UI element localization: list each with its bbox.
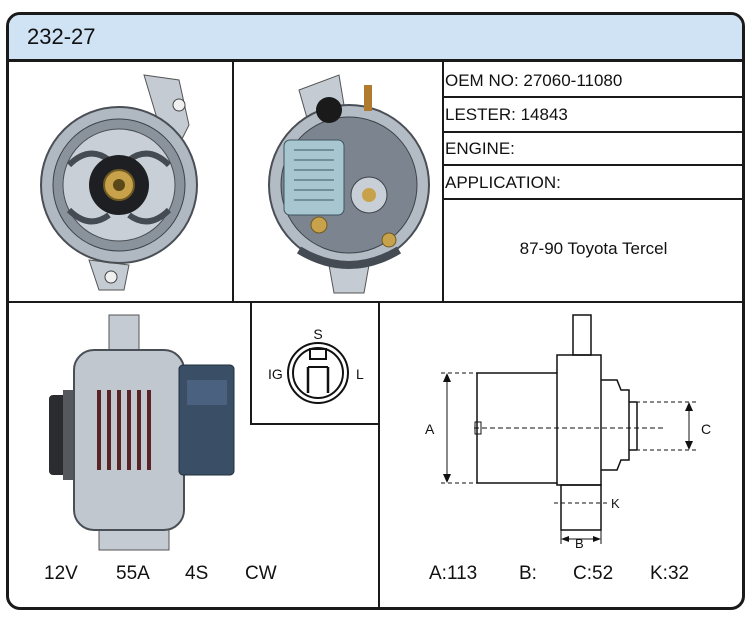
dim-label-b: B: [575, 536, 584, 551]
dimension-drawing: A C K B: [425, 314, 711, 551]
divider: [250, 423, 380, 425]
connector-plug-diagram: S IG L: [268, 326, 364, 404]
divider: [9, 301, 742, 303]
header-bar: 232-27: [9, 15, 742, 62]
divider: [250, 303, 252, 425]
divider: [442, 131, 742, 133]
divider: [442, 96, 742, 98]
plug-label-s: S: [313, 326, 322, 342]
dimension-b-value: B:: [519, 563, 537, 584]
dimension-k-value: K:32: [650, 563, 690, 584]
alternator-rear-photo: [268, 74, 430, 294]
divider: [378, 303, 380, 607]
engine-label: ENGINE:: [445, 139, 515, 158]
part-number-title: 232-27: [27, 24, 96, 49]
spec-rotation: CW: [245, 563, 277, 584]
plug-label-ig: IG: [268, 366, 283, 382]
plug-label-l: L: [356, 366, 364, 382]
spec-amperage: 55A: [116, 563, 150, 584]
spec-pulley: 4S: [185, 563, 209, 584]
dim-label-a: A: [425, 421, 435, 437]
alternator-side-photo: [49, 314, 235, 551]
spec-voltage: 12V: [44, 563, 78, 584]
dimension-a-value: A:113: [429, 563, 478, 584]
application-value: 87-90 Toyota Tercel: [519, 239, 668, 258]
oem-number: OEM NO: 27060-11080: [445, 71, 623, 90]
dimension-c-value: C:52: [573, 563, 614, 584]
lester-number: LESTER: 14843: [445, 105, 568, 124]
divider: [442, 59, 444, 302]
product-sheet: 232-27 OEM NO: 27060-11080 LESTER: 14843…: [6, 12, 745, 610]
dim-label-k: K: [611, 496, 620, 511]
alternator-front-photo: [40, 74, 198, 291]
divider: [442, 164, 742, 166]
divider: [442, 198, 742, 200]
dim-label-c: C: [701, 421, 711, 437]
application-label: APPLICATION:: [445, 173, 561, 192]
divider: [232, 59, 234, 302]
